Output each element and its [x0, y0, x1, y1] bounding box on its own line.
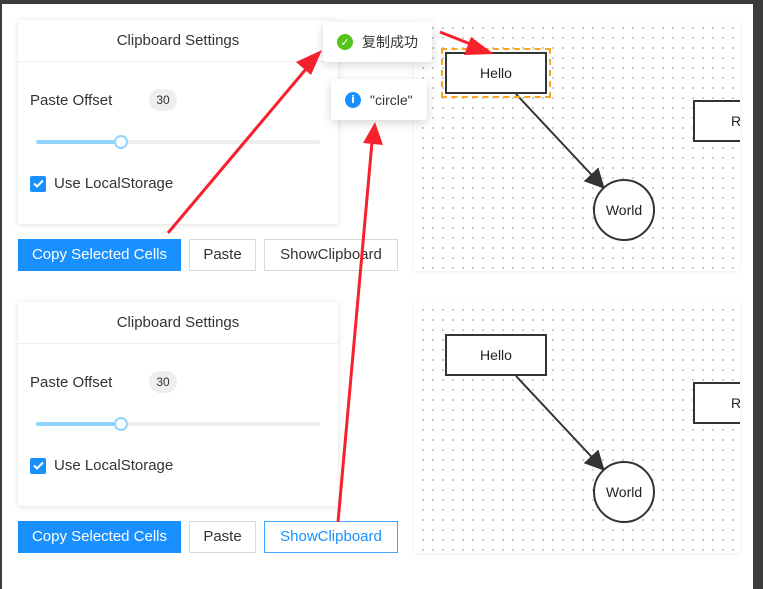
info-toast-text: "circle": [370, 91, 413, 108]
paste-button[interactable]: Paste: [189, 521, 256, 553]
use-localstorage-checkbox[interactable]: Use LocalStorage: [30, 457, 173, 474]
show-clipboard-button[interactable]: ShowClipboard: [264, 521, 398, 553]
node-partial[interactable]: R: [693, 382, 740, 424]
graph-canvas[interactable]: Hello World R: [414, 301, 740, 553]
success-toast-text: 复制成功: [362, 34, 418, 50]
checkbox-checked-icon[interactable]: [30, 457, 46, 474]
edge-layer: [515, 93, 605, 189]
use-localstorage-label: Use LocalStorage: [54, 457, 174, 474]
card-title: Clipboard Settings: [18, 20, 338, 62]
node-world[interactable]: World: [593, 461, 655, 523]
paste-button[interactable]: Paste: [189, 239, 256, 271]
show-clipboard-button[interactable]: ShowClipboard: [264, 239, 398, 271]
node-world[interactable]: World: [593, 179, 655, 241]
paste-offset-label: Paste Offset: [30, 91, 113, 109]
checkbox-checked-icon[interactable]: [30, 175, 46, 192]
paste-offset-value: 30: [149, 89, 177, 111]
edge-hello-world: [515, 93, 605, 189]
node-hello[interactable]: Hello: [441, 48, 551, 98]
window-right-border: [753, 0, 763, 589]
paste-offset-row: Paste Offset 30: [30, 371, 177, 393]
graph-canvas[interactable]: Hello World R: [414, 19, 740, 271]
slider-track-fill: [36, 422, 122, 426]
node-hello[interactable]: Hello: [445, 334, 547, 376]
paste-offset-slider[interactable]: [36, 417, 320, 431]
annotation-arrow: [336, 122, 383, 523]
slider-handle[interactable]: [114, 135, 129, 149]
window-top-border: [0, 0, 763, 4]
use-localstorage-checkbox[interactable]: Use LocalStorage: [30, 175, 173, 192]
edge-hello-world: [515, 375, 605, 471]
use-localstorage-label: Use LocalStorage: [54, 175, 174, 192]
check-circle-icon: ✓: [337, 34, 353, 50]
paste-offset-label: Paste Offset: [30, 373, 113, 391]
slider-track-fill: [36, 140, 122, 144]
clipboard-settings-card: Clipboard Settings Paste Offset 30 Use L…: [18, 302, 338, 506]
copy-selected-cells-button[interactable]: Copy Selected Cells: [18, 521, 181, 553]
copy-selected-cells-button[interactable]: Copy Selected Cells: [18, 239, 181, 271]
paste-offset-slider[interactable]: [36, 135, 320, 149]
clipboard-settings-card: Clipboard Settings Paste Offset 30 Use L…: [18, 20, 338, 224]
card-title: Clipboard Settings: [18, 302, 338, 344]
paste-offset-value: 30: [149, 371, 177, 393]
edge-layer: [515, 375, 605, 471]
window-left-border: [0, 0, 2, 589]
slider-handle[interactable]: [114, 417, 129, 431]
paste-offset-row: Paste Offset 30: [30, 89, 177, 111]
info-circle-icon: i: [345, 91, 361, 108]
info-toast: i "circle": [331, 79, 427, 120]
success-toast: ✓ 复制成功: [323, 22, 432, 62]
node-partial[interactable]: R: [693, 100, 740, 142]
